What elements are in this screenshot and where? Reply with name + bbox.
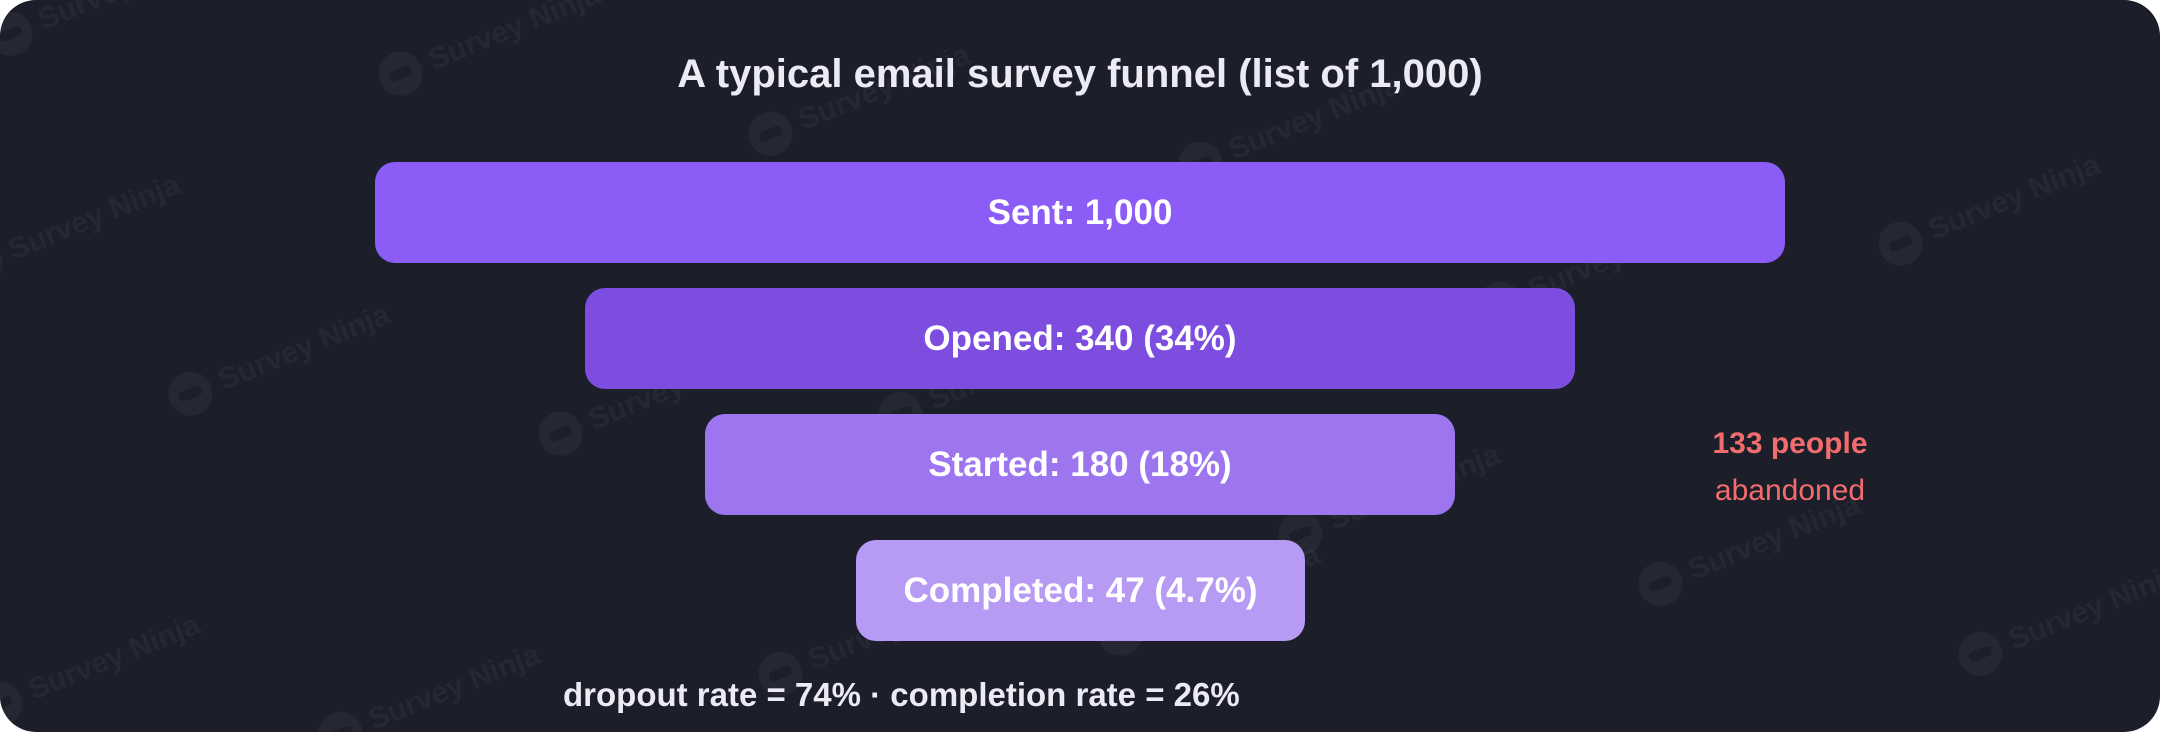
chart-title: A typical email survey funnel (list of 1…	[677, 52, 1483, 96]
stage-label: Sent: 1,000	[987, 192, 1173, 232]
funnel-stage-completed: Completed: 47 (4.7%)	[856, 540, 1305, 641]
funnel-stage-started: Started: 180 (18%)	[705, 414, 1455, 515]
annotation-text: abandoned	[1714, 474, 1866, 507]
stage-label: Opened: 340 (34%)	[923, 318, 1237, 358]
stage-label: Started: 180 (18%)	[928, 444, 1232, 484]
abandonment-annotation: 133 people abandoned	[1640, 420, 1940, 514]
funnel-stage-sent: Sent: 1,000	[375, 162, 1785, 263]
stage-label: Completed: 47 (4.7%)	[903, 570, 1258, 610]
funnel-stage-opened: Opened: 340 (34%)	[585, 288, 1575, 389]
rate-summary: dropout rate = 74% · completion rate = 2…	[563, 676, 1240, 713]
annotation-count: 133 people	[1712, 427, 1868, 460]
